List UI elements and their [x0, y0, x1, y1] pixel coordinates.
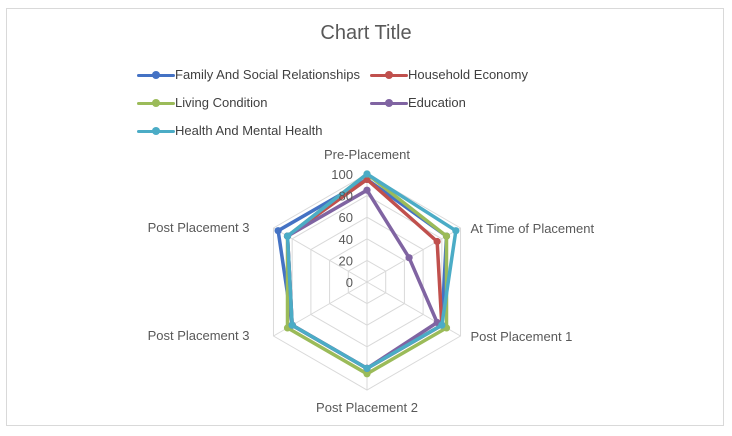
legend-dot-marker	[152, 99, 160, 107]
legend-label: Family And Social Relationships	[175, 67, 360, 82]
data-point	[363, 170, 371, 178]
data-point	[452, 227, 460, 235]
category-label: Post Placement 3	[148, 220, 250, 235]
category-label: Post Placement 1	[471, 329, 573, 344]
data-point	[442, 232, 451, 240]
data-point	[283, 232, 292, 240]
legend-label: Living Condition	[175, 95, 268, 110]
data-point	[363, 370, 371, 378]
legend-label: Health And Mental Health	[175, 123, 323, 138]
legend-label: Household Economy	[408, 67, 528, 82]
category-label: At Time of Placement	[471, 221, 595, 236]
legend-dot-marker	[385, 71, 393, 79]
legend-dot-marker	[152, 71, 160, 79]
legend-dot-marker	[385, 99, 393, 107]
data-point	[405, 254, 413, 262]
tick-label: 20	[339, 253, 353, 268]
tick-label: 80	[339, 189, 353, 204]
tick-label: 100	[331, 167, 353, 182]
data-point	[274, 227, 282, 235]
data-point	[363, 186, 371, 194]
legend-label: Education	[408, 95, 466, 110]
data-point	[438, 321, 446, 329]
category-label: Post Placement 3	[148, 328, 250, 343]
data-point	[433, 237, 441, 246]
data-point	[288, 321, 296, 329]
series-line	[285, 172, 458, 371]
tick-label: 0	[346, 275, 353, 290]
chart-title: Chart Title	[320, 22, 412, 44]
category-label: Post Placement 2	[316, 400, 418, 415]
data-point	[363, 364, 371, 372]
tick-label: 60	[339, 210, 353, 225]
category-label: Pre-Placement	[324, 147, 410, 162]
chart-area	[6, 8, 724, 426]
legend-dot-marker	[152, 127, 160, 135]
tick-label: 40	[339, 232, 353, 247]
